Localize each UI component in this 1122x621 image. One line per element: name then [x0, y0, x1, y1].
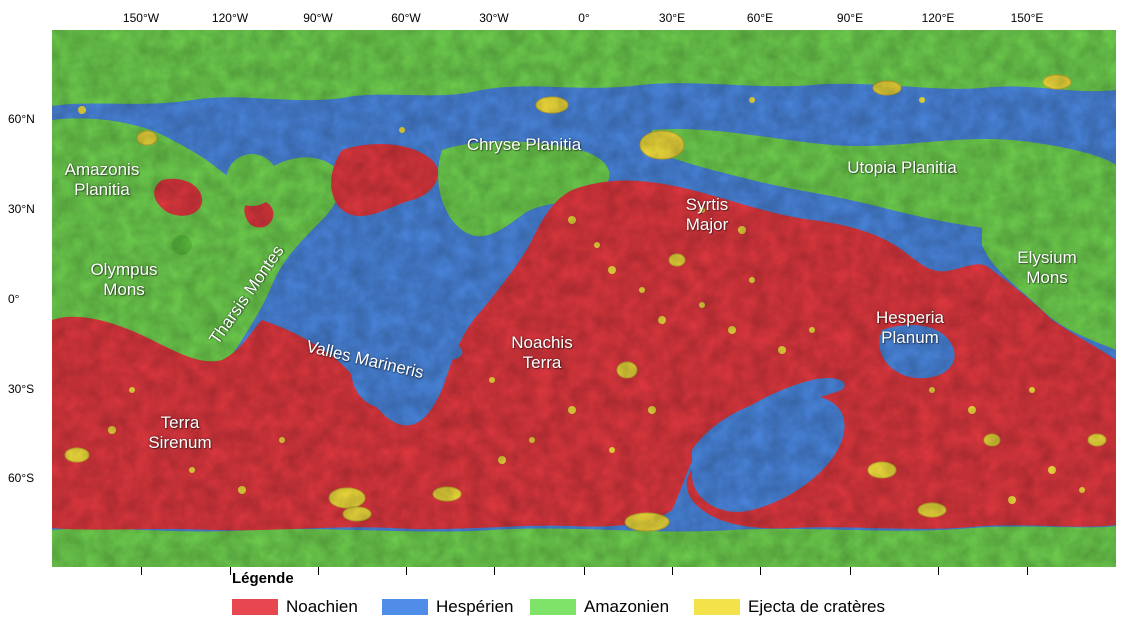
bottom-tick — [318, 567, 319, 575]
legend-label: Ejecta de cratères — [748, 597, 886, 616]
legend-item-noachien: Noachien — [232, 597, 358, 617]
label-hesperia-planum: Hesperia Planum — [875, 308, 945, 347]
bottom-tick — [1027, 567, 1028, 575]
bottom-tick — [141, 567, 142, 575]
longitude-label-30w: 30°W — [479, 11, 509, 25]
label-elysium-mons: Elysium Mons — [1017, 248, 1077, 287]
longitude-label-120e: 120°E — [921, 11, 955, 25]
geologic-map-svg — [52, 30, 1116, 567]
longitude-label-150w: 150°W — [122, 11, 160, 25]
bottom-tick — [584, 567, 585, 575]
bottom-tick — [850, 567, 851, 575]
longitude-label-60w: 60°W — [391, 11, 421, 25]
label-terra-sirenum: Terra Sirenum — [148, 413, 212, 452]
bottom-tick — [406, 567, 407, 575]
label-amazonis-planitia: Amazonis Planitia — [64, 160, 140, 199]
legend-swatch — [530, 599, 576, 615]
bottom-tick — [672, 567, 673, 575]
latitude-label-30n: 30°N — [8, 202, 35, 216]
longitude-label-90w: 90°W — [303, 11, 333, 25]
latitude-label-30s: 30°S — [8, 382, 35, 396]
legend-title: Légende — [232, 570, 294, 587]
label-utopia-planitia: Utopia Planitia — [847, 158, 957, 177]
legend-label: Amazonien — [584, 597, 670, 616]
bottom-tick — [938, 567, 939, 575]
legend-swatch — [382, 599, 428, 615]
bottom-tick — [230, 567, 231, 575]
label-noachis-terra: Noachis Terra — [511, 333, 573, 372]
relief-shading — [52, 30, 1116, 567]
geologic-map: Amazonis Planitia Chryse Planitia Utopia… — [52, 30, 1116, 567]
legend-item-ejecta: Ejecta de cratères — [694, 597, 885, 617]
legend-swatch — [232, 599, 278, 615]
latitude-label-60s: 60°S — [8, 471, 35, 485]
latitude-label-0: 0° — [8, 292, 20, 306]
longitude-label-150e: 150°E — [1010, 11, 1044, 25]
longitude-label-0: 0° — [578, 11, 590, 25]
legend-item-hesperien: Hespérien — [382, 597, 514, 617]
bottom-tick — [760, 567, 761, 575]
legend-item-amazonien: Amazonien — [530, 597, 669, 617]
legend-label: Hespérien — [436, 597, 514, 616]
latitude-label-60n: 60°N — [8, 112, 35, 126]
label-chryse-planitia: Chryse Planitia — [466, 135, 582, 154]
bottom-tick — [494, 567, 495, 575]
label-syrtis-major: Syrtis Major — [685, 195, 729, 234]
legend-swatch — [694, 599, 740, 615]
longitude-label-30e: 30°E — [658, 11, 686, 25]
longitude-label-60e: 60°E — [746, 11, 774, 25]
longitude-label-90e: 90°E — [836, 11, 864, 25]
legend-label: Noachien — [286, 597, 358, 616]
label-olympus-mons: Olympus Mons — [90, 260, 158, 299]
longitude-label-120w: 120°W — [211, 11, 249, 25]
